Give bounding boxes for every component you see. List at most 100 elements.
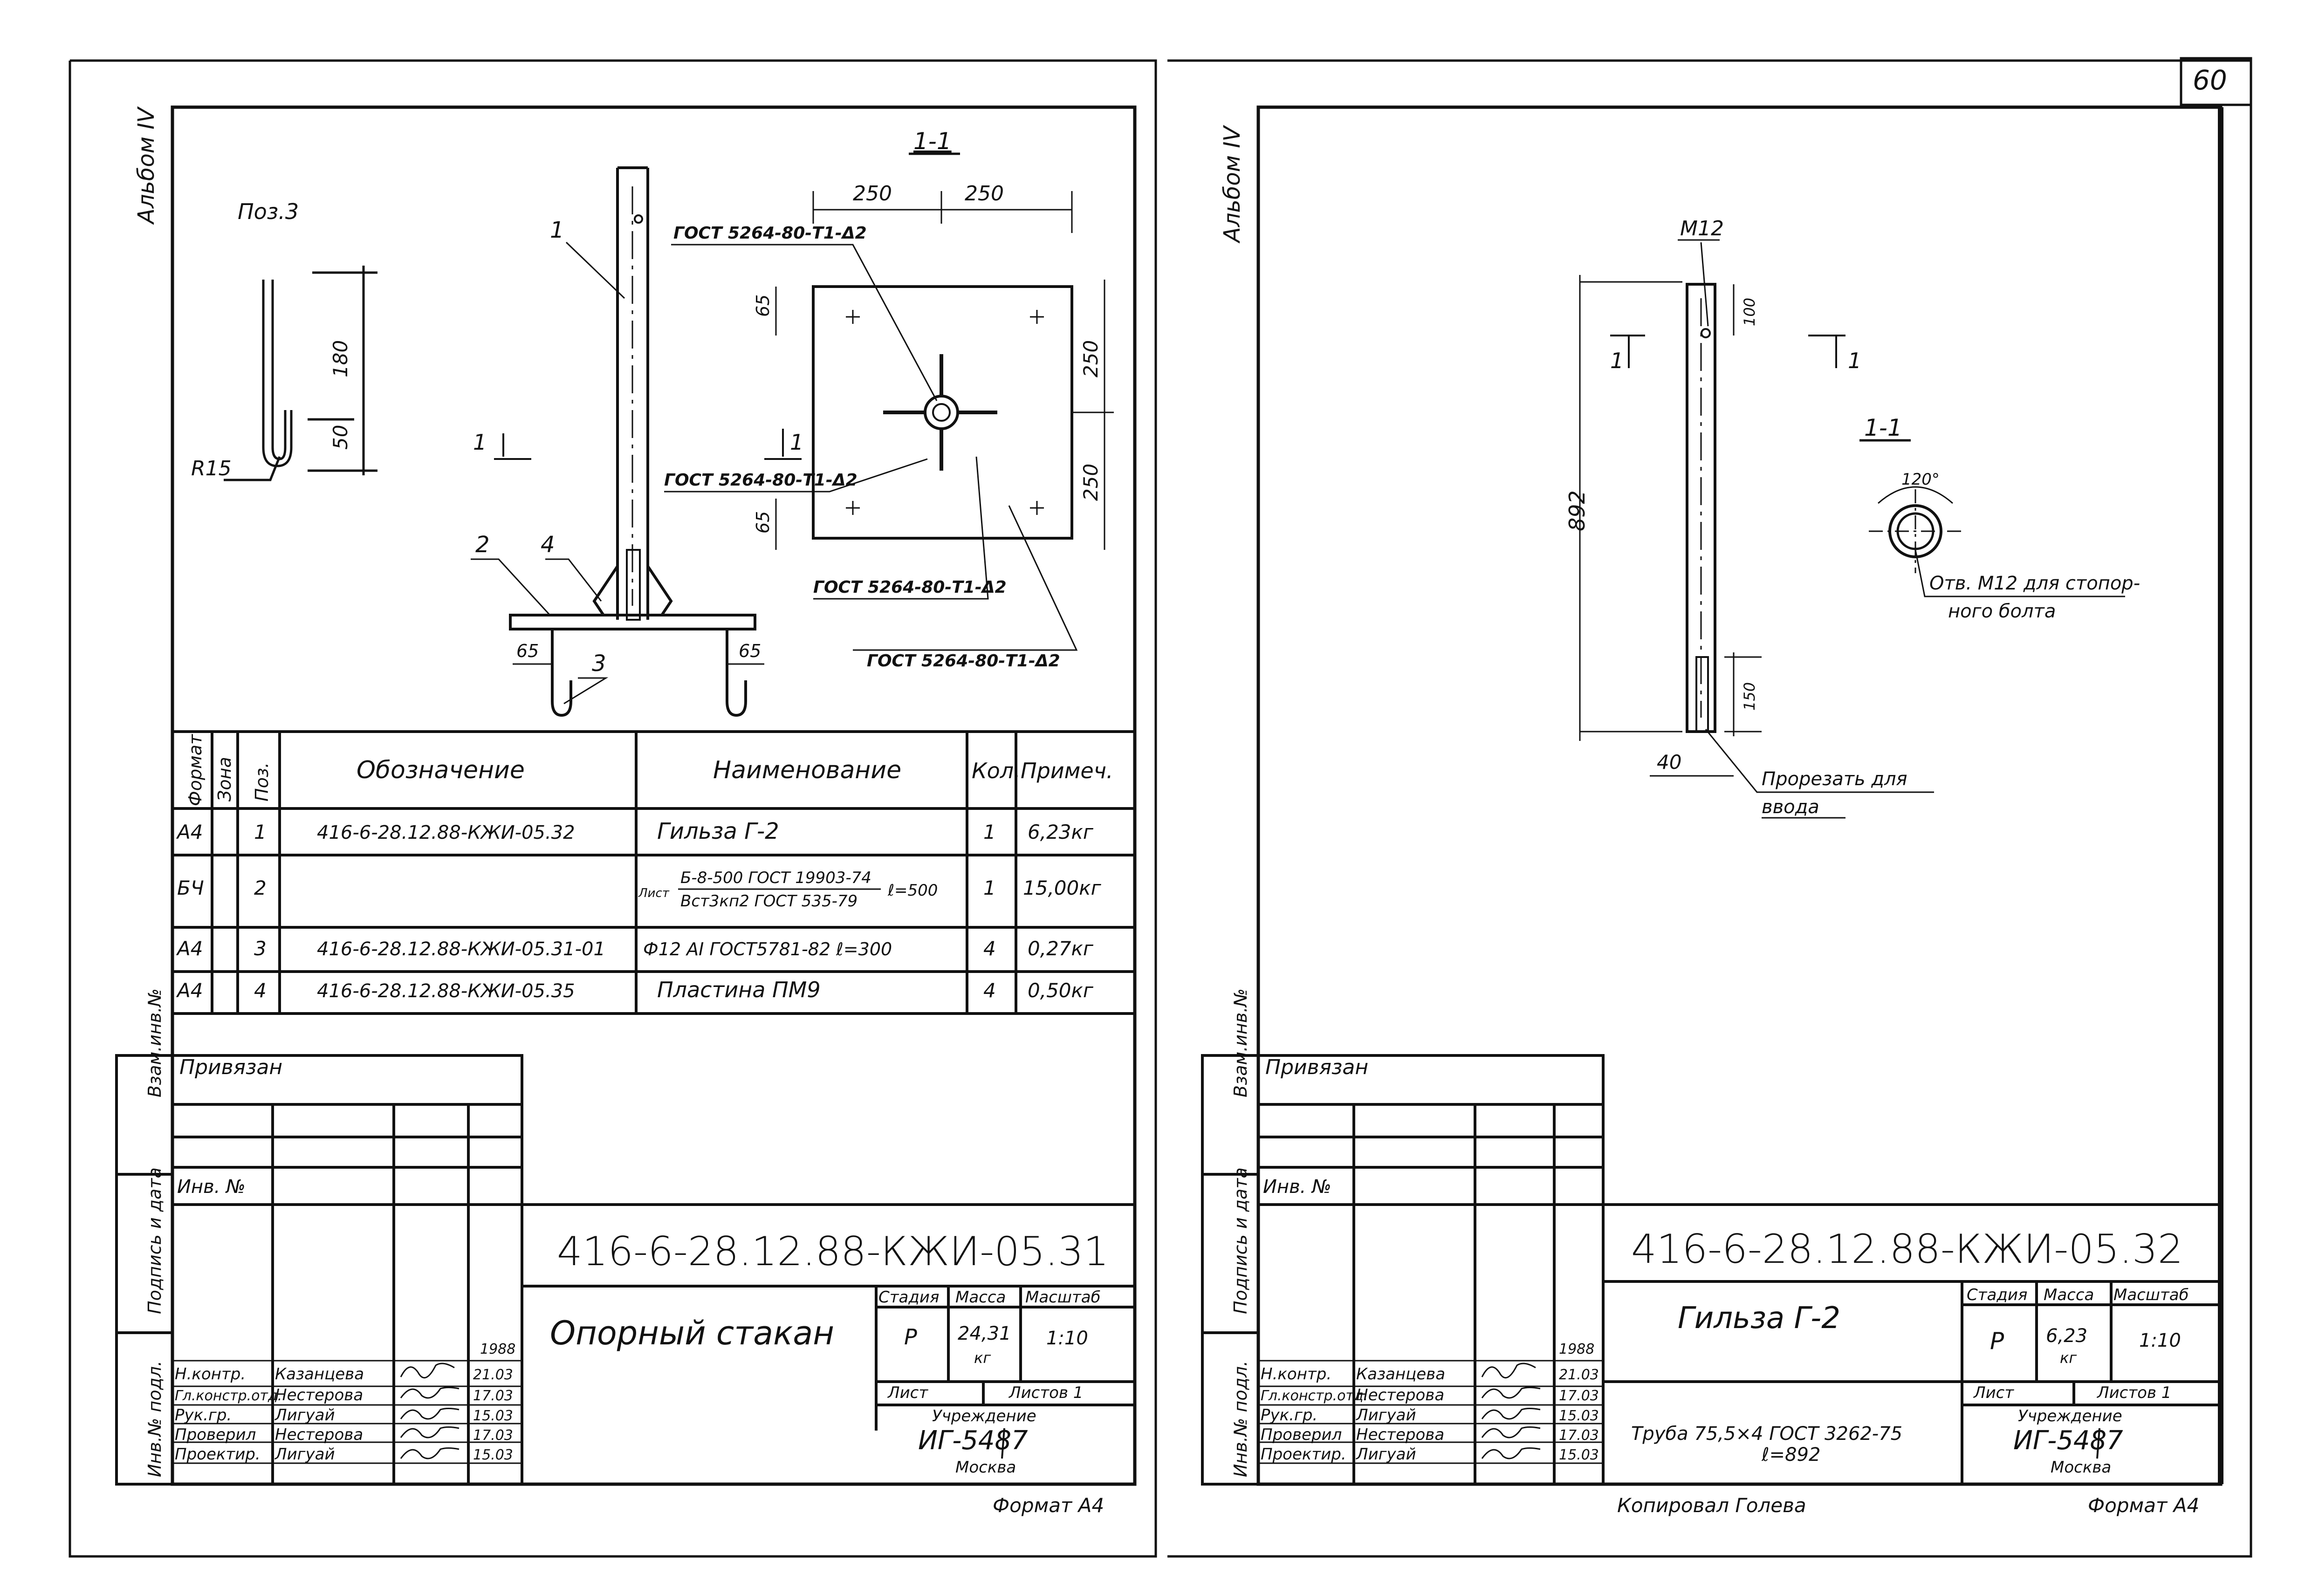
callout-2: 2 — [475, 532, 490, 558]
svg-text:4: 4 — [983, 937, 996, 960]
r15-label: R15 — [191, 457, 232, 480]
org-name: ИГ-548 — [918, 1425, 1011, 1456]
svg-text:4: 4 — [254, 979, 267, 1002]
hole-note-1: Отв. М12 для стопор- — [1929, 573, 2140, 594]
massa-unit: кг — [974, 1349, 991, 1367]
svg-text:Лигуай: Лигуай — [274, 1406, 335, 1425]
org-no-r: 7 — [2106, 1425, 2123, 1456]
svg-text:Проектир.: Проектир. — [1261, 1445, 1346, 1464]
svg-text:15.03: 15.03 — [473, 1447, 513, 1463]
pos3-detail: Поз.3 180 50 R15 — [191, 199, 377, 481]
dim-250-right-bottom: 250 — [1079, 464, 1102, 501]
section-mark-left-r: 1 — [1610, 348, 1624, 373]
material-1: Труба 75,5×4 ГОСТ 3262-75 — [1631, 1423, 1902, 1445]
dim-100: 100 — [1741, 298, 1758, 326]
title-block-right: Взам.инв.№ Подпись и дата Инв.№ подл. Пр… — [1201, 988, 2221, 1517]
svg-text:А4: А4 — [176, 937, 203, 960]
svg-text:Нестерова: Нестерова — [275, 1386, 363, 1404]
copy-label: Копировал Голева — [1617, 1494, 1806, 1517]
list-header-r: Лист — [1973, 1384, 2014, 1402]
svg-text:Гл.констр.отд.: Гл.констр.отд. — [1261, 1388, 1368, 1404]
masshtab-header: Масштаб — [1025, 1288, 1101, 1307]
side-label-3-r: Инв.№ подл. — [1230, 1361, 1251, 1477]
cut-note-2: ввода — [1762, 796, 1819, 818]
hdr-designation: Обозначение — [357, 756, 525, 784]
dim-65-plan-bottom: 65 — [753, 511, 773, 534]
svg-text:416-6-28.12.88-КЖИ-05.35: 416-6-28.12.88-КЖИ-05.35 — [317, 980, 575, 1002]
hdr-zone: Зона — [214, 757, 235, 801]
stadiya-header: Стадия — [878, 1288, 939, 1307]
svg-text:Гильза Г-2: Гильза Г-2 — [657, 818, 779, 844]
doc-title: Опорный стакан — [550, 1314, 834, 1352]
svg-text:Пластина ПМ9: Пластина ПМ9 — [657, 977, 821, 1002]
svg-text:2: 2 — [254, 877, 267, 899]
doc-code: 416-6-28.12.88-КЖИ-05.31 — [557, 1228, 1109, 1275]
signatures-r: Н.контр. Казанцева 21.03 Гл.констр.отд. … — [1261, 1363, 1599, 1464]
svg-text:1: 1 — [254, 821, 267, 843]
elevation-view: 65 65 1 2 4 3 1 1 — [471, 166, 803, 717]
page-number: 60 — [2193, 64, 2227, 96]
list-header: Лист — [887, 1384, 928, 1402]
listov-header-r: Листов 1 — [2096, 1384, 2171, 1402]
album-label: Альбом IV — [133, 106, 159, 225]
callout-1: 1 — [550, 217, 564, 243]
hdr-pos: Поз. — [252, 762, 272, 801]
title-block-left: Взам.инв.№ Подпись и дата Инв.№ подл. Пр… — [115, 988, 1135, 1517]
svg-text:БЧ: БЧ — [177, 877, 204, 899]
sleeve-section: 1-1 120° Отв. М12 для стопор- ного болта — [1859, 414, 2140, 622]
masshtab-header-r: Масштаб — [2113, 1286, 2189, 1304]
svg-text:Н.контр.: Н.контр. — [175, 1365, 246, 1384]
table-row: БЧ 2 Лист Б-8-500 ГОСТ 19903-74 Вст3кп2 … — [177, 869, 1102, 911]
m12-label: М12 — [1680, 217, 1724, 240]
svg-text:15.03: 15.03 — [1559, 1447, 1599, 1463]
svg-text:Рук.гр.: Рук.гр. — [1261, 1406, 1317, 1425]
dim-50: 50 — [329, 425, 352, 450]
plan-view: 1-1 250 250 250 250 — [664, 128, 1114, 671]
dim-250-top-left: 250 — [853, 182, 892, 205]
format-label-r: Формат А4 — [2088, 1494, 2199, 1517]
org-no: 7 — [1011, 1425, 1028, 1456]
svg-text:Казанцева: Казанцева — [275, 1365, 364, 1384]
svg-text:15.03: 15.03 — [1559, 1408, 1599, 1424]
svg-text:416-6-28.12.88-КЖИ-05.32: 416-6-28.12.88-КЖИ-05.32 — [317, 822, 575, 843]
sleeve-elevation: М12 100 150 892 40 Прорезать для ввода 1 — [1564, 217, 1934, 819]
massa-unit-r: кг — [2060, 1349, 2077, 1367]
stadiya-header-r: Стадия — [1967, 1286, 2027, 1304]
massa-header-r: Масса — [2044, 1286, 2094, 1304]
dim-65-plan-top: 65 — [753, 295, 773, 317]
weld-note-4: ГОСТ 5264-80-Т1-Δ2 — [867, 651, 1060, 671]
svg-text:Вст3кп2 ГОСТ 535-79: Вст3кп2 ГОСТ 535-79 — [680, 892, 858, 911]
section-mark-right-r: 1 — [1848, 348, 1861, 373]
weld-note-3: ГОСТ 5264-80-Т1-Δ2 — [813, 578, 1007, 597]
svg-text:1: 1 — [983, 821, 996, 843]
left-sheet: Альбом IV Поз.3 180 50 R15 — [115, 105, 1137, 1517]
side-label-1-r: Взам.инв.№ — [1230, 988, 1251, 1097]
side-label-2-r: Подпись и дата — [1230, 1167, 1251, 1314]
inv-no-label: Инв. № — [177, 1176, 246, 1198]
weld-note-2: ГОСТ 5264-80-Т1-Δ2 — [664, 471, 858, 490]
massa-header: Масса — [955, 1288, 1006, 1307]
material-2: ℓ=892 — [1761, 1444, 1820, 1466]
svg-text:Гл.констр.отд.: Гл.констр.отд. — [175, 1388, 282, 1404]
dim-180: 180 — [329, 340, 352, 377]
svg-text:15,00кг: 15,00кг — [1023, 877, 1102, 899]
dim-150: 150 — [1741, 682, 1758, 711]
svg-text:А4: А4 — [176, 821, 203, 843]
hdr-format: Формат — [185, 733, 206, 806]
svg-text:Рук.гр.: Рук.гр. — [175, 1406, 232, 1425]
svg-text:Н.контр.: Н.контр. — [1261, 1365, 1331, 1384]
dim-65-right: 65 — [739, 641, 761, 661]
right-sheet: Альбом IV М12 100 150 892 40 Прорезать д… — [1201, 105, 2223, 1517]
svg-text:Нестерова: Нестерова — [1356, 1386, 1444, 1404]
hole-note-2: ного болта — [1948, 601, 2056, 622]
doc-code-r: 416-6-28.12.88-КЖИ-05.32 — [1631, 1226, 2183, 1273]
city-r: Москва — [2051, 1458, 2111, 1477]
svg-text:Лигуай: Лигуай — [1355, 1445, 1416, 1464]
section-mark-left: 1 — [473, 430, 487, 455]
listov-header: Листов 1 — [1008, 1384, 1083, 1402]
angle-120: 120° — [1901, 470, 1940, 489]
outer-frames — [69, 59, 2252, 1558]
svg-text:Б-8-500 ГОСТ 19903-74: Б-8-500 ГОСТ 19903-74 — [680, 869, 871, 887]
table-row: А4 1 416-6-28.12.88-КЖИ-05.32 Гильза Г-2… — [176, 818, 1094, 844]
